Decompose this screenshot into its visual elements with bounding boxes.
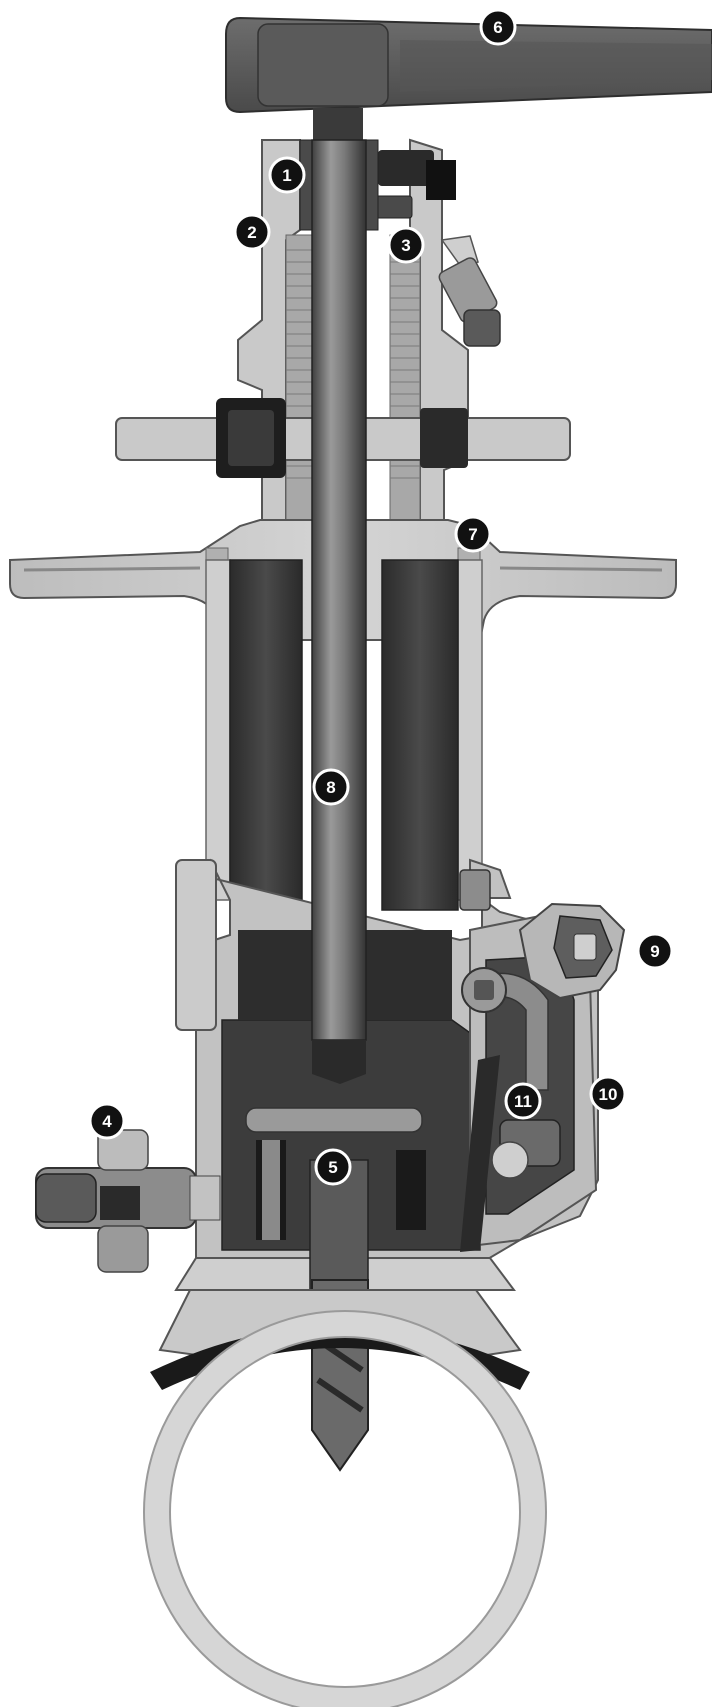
callout-4: 4: [88, 1102, 126, 1140]
boring-bar: [299, 108, 379, 1084]
svg-text:3: 3: [401, 236, 410, 255]
callout-7: 7: [454, 515, 492, 553]
svg-text:5: 5: [328, 1158, 337, 1177]
callout-markers: 1 2 3 4 5 6 7 8: [88, 8, 674, 1186]
callout-5: 5: [314, 1148, 352, 1186]
side-bleed-valve: [35, 1129, 221, 1273]
svg-text:8: 8: [326, 778, 335, 797]
svg-text:6: 6: [493, 18, 502, 37]
pipe-cross-section: [143, 1310, 547, 1707]
svg-text:2: 2: [247, 223, 256, 242]
callout-9: 9: [636, 932, 674, 970]
svg-text:7: 7: [468, 525, 477, 544]
svg-text:9: 9: [650, 942, 659, 961]
svg-text:1: 1: [282, 166, 291, 185]
callout-3: 3: [387, 226, 425, 264]
callout-1: 1: [268, 156, 306, 194]
callout-6: 6: [479, 8, 517, 46]
ratchet-handle: [225, 16, 712, 114]
callout-10: 10: [589, 1075, 627, 1113]
callout-2: 2: [233, 213, 271, 251]
svg-text:10: 10: [599, 1085, 618, 1104]
callout-8: 8: [312, 768, 350, 806]
callout-11: 11: [504, 1082, 542, 1120]
machine-body: [9, 519, 677, 1291]
svg-text:4: 4: [102, 1112, 112, 1131]
svg-text:11: 11: [514, 1092, 532, 1111]
